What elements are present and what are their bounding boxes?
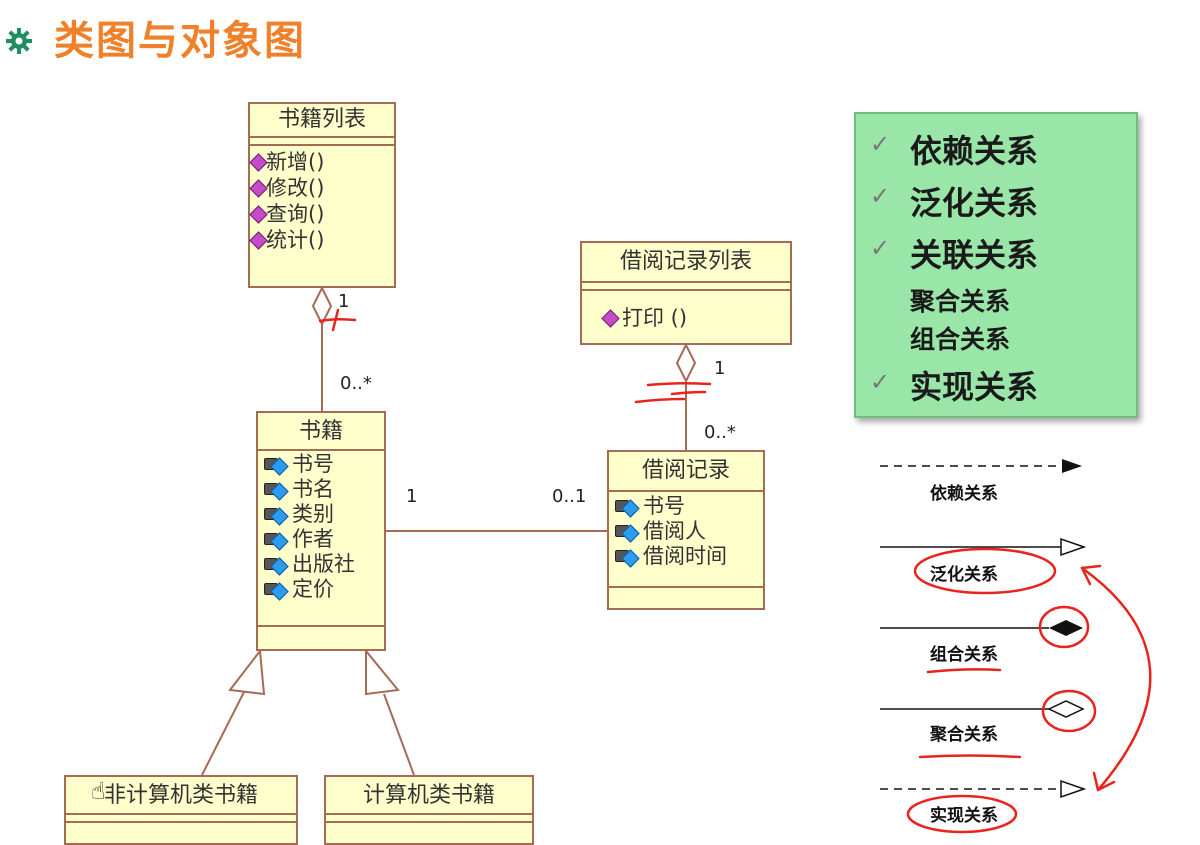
class-name: 借阅记录列表	[582, 243, 790, 283]
operation-icon	[249, 179, 268, 198]
class-operation: 修改()	[249, 175, 394, 201]
class-operation: 打印 ()	[582, 305, 790, 331]
class-operation: 新增()	[249, 149, 394, 175]
class-name: 非计算机类书籍	[66, 777, 296, 815]
relation-sample-label: 泛化关系	[930, 565, 998, 585]
legend-item: 泛化关系	[910, 184, 1039, 222]
attribute-icon	[264, 581, 289, 601]
legend-item: 组合关系	[910, 325, 1011, 354]
attribute-icon	[264, 481, 289, 501]
attribute-icon	[264, 531, 289, 551]
annotation-circle	[1038, 605, 1090, 649]
relation-sample-label: 依赖关系	[930, 484, 998, 504]
class-name: 书籍	[258, 413, 384, 451]
check-icon: ✓	[870, 182, 891, 210]
annotation-circle	[906, 794, 1018, 834]
attribute-icon	[264, 506, 289, 526]
class-attributes-section	[250, 138, 394, 146]
class-attribute: 书名	[258, 477, 384, 502]
class-computer-book: 计算机类书籍	[324, 775, 534, 845]
relations-legend-box: ✓ 依赖关系 ✓ 泛化关系 ✓ 关联关系 聚合关系 组合关系 ✓ 实现关系	[854, 112, 1138, 418]
legend-item: 关联关系	[910, 236, 1039, 274]
annotation-mark	[318, 317, 357, 323]
class-borrow-record-list: 借阅记录列表 打印 ()	[580, 241, 792, 345]
class-non-computer-book: 非计算机类书籍	[64, 775, 298, 845]
class-attribute: 类别	[258, 502, 384, 527]
annotation-circle	[1041, 689, 1097, 733]
annotation-mark	[331, 308, 340, 332]
annotation-mark	[646, 381, 712, 387]
operation-icon	[249, 231, 268, 250]
annotation-circle	[913, 547, 1057, 595]
attribute-icon	[615, 548, 640, 568]
attribute-icon	[615, 498, 640, 518]
relation-sample-label: 聚合关系	[930, 725, 998, 745]
class-operation: 统计()	[249, 227, 394, 253]
annotation-arc	[1080, 566, 1152, 792]
multiplicity-label: 1	[338, 291, 350, 312]
class-name: 借阅记录	[609, 452, 763, 492]
class-book: 书籍 书号 书名 类别 作者 出版社 定价	[256, 411, 386, 651]
class-attribute: 出版社	[258, 552, 384, 577]
multiplicity-label: 1	[714, 358, 726, 379]
annotation-underline	[926, 668, 1002, 674]
class-attribute: 定价	[258, 577, 384, 602]
filled-arrowhead-icon	[1062, 459, 1082, 473]
annotation-underline	[918, 754, 1022, 759]
operation-icon	[249, 153, 268, 172]
hollow-triangle-icon	[1060, 779, 1087, 799]
attribute-icon	[264, 556, 289, 576]
attribute-icon	[264, 456, 289, 476]
operation-icon	[249, 205, 268, 224]
hand-pointer-icon: ☝	[91, 777, 106, 805]
class-attributes-section	[326, 815, 532, 823]
hollow-triangle-computer	[365, 648, 400, 696]
multiplicity-label: 1	[406, 486, 418, 507]
class-attributes-section	[582, 283, 790, 291]
check-icon: ✓	[870, 234, 891, 262]
class-attributes-section	[66, 815, 296, 823]
class-borrow-record: 借阅记录 书号 借阅人 借阅时间	[607, 450, 765, 610]
legend-item: 聚合关系	[910, 287, 1011, 316]
relation-sample-label: 实现关系	[930, 806, 998, 826]
annotation-mark	[634, 397, 686, 404]
legend-item: 实现关系	[910, 368, 1039, 406]
class-attribute: 作者	[258, 527, 384, 552]
multiplicity-label: 0..*	[704, 422, 736, 443]
check-icon: ✓	[870, 130, 891, 158]
generalization-line-noncomputer	[201, 691, 245, 776]
annotation-arrowhead	[1080, 564, 1102, 586]
hollow-triangle-noncomputer	[228, 648, 266, 696]
class-book-list: 书籍列表 新增() 修改() 查询() 统计()	[248, 102, 396, 288]
class-attribute: 借阅时间	[609, 544, 763, 569]
multiplicity-label: 0..*	[340, 373, 372, 394]
hollow-diamond-borrowlist	[675, 342, 697, 384]
annotation-mark	[670, 390, 707, 396]
gear-icon	[6, 28, 32, 54]
class-operations-section	[609, 586, 763, 588]
hollow-diamond-icon	[1047, 700, 1085, 718]
class-name: 书籍列表	[250, 104, 394, 138]
annotation-arrowhead	[1092, 771, 1116, 792]
legend-item: 依赖关系	[910, 132, 1039, 170]
class-attribute: 借阅人	[609, 519, 763, 544]
hollow-diamond-booklist	[311, 285, 333, 327]
class-name: 计算机类书籍	[326, 777, 532, 815]
attribute-icon	[615, 523, 640, 543]
check-icon: ✓	[870, 368, 891, 396]
generalization-line-computer	[383, 693, 415, 776]
filled-diamond-icon	[1049, 620, 1083, 636]
relation-sample-label: 组合关系	[930, 645, 998, 665]
multiplicity-label: 0..1	[552, 486, 587, 507]
hollow-triangle-icon	[1060, 537, 1087, 557]
class-attribute: 书号	[609, 494, 763, 519]
class-attribute: 书号	[258, 452, 384, 477]
class-operation: 查询()	[249, 201, 394, 227]
class-operations-section	[258, 625, 384, 627]
page-title: 类图与对象图	[54, 18, 306, 64]
